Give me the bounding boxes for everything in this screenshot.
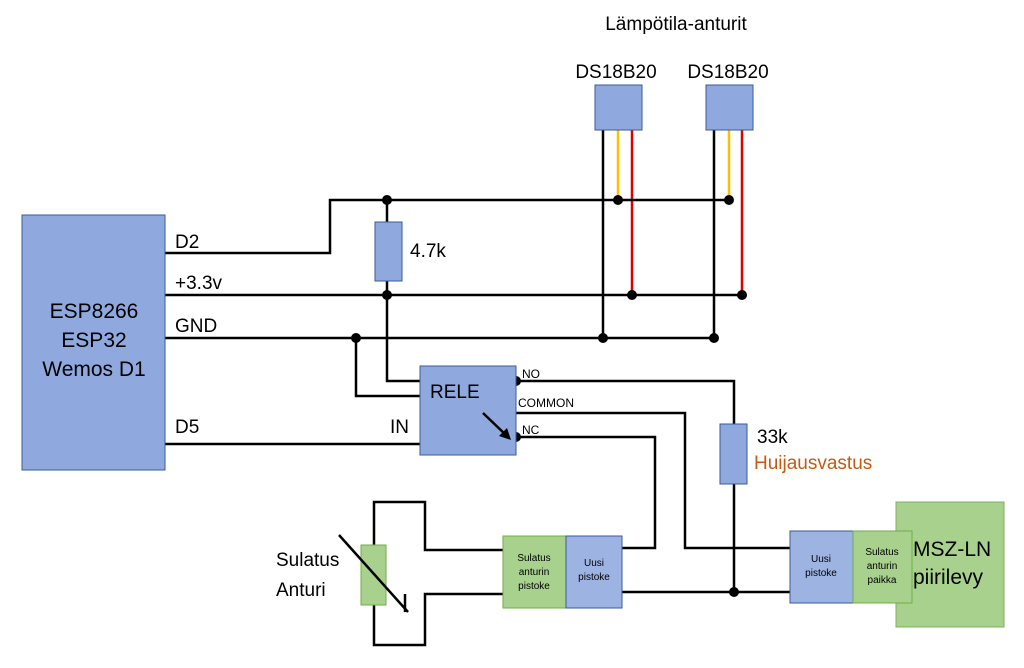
- sensor1-label: DS18B20: [575, 62, 656, 83]
- relay-common-label: COMMON: [518, 396, 574, 410]
- sensor2-label: DS18B20: [687, 62, 768, 83]
- relay-label: RELE: [430, 382, 480, 403]
- fake-resistor-name: Huijausvastus: [754, 453, 872, 474]
- defrost-slot-line2: anturin: [867, 561, 898, 572]
- defrost-sensor-slot: [852, 530, 913, 604]
- relay-vcc-wire: [385, 295, 420, 383]
- sensor-top-wire: [372, 500, 503, 647]
- board-box: [895, 501, 1005, 628]
- relay-nc-label: NC: [522, 423, 540, 437]
- new-plug-left-line1: Uusi: [584, 558, 604, 569]
- relay-gnd-wire: [354, 338, 420, 398]
- mcu-line2: ESP32: [61, 329, 126, 352]
- board-line1: MSZ-LN: [913, 538, 991, 561]
- junction-dot: [382, 195, 392, 205]
- defrost-plug-line3: pistoke: [518, 581, 550, 592]
- relay-common-wire: [483, 411, 790, 550]
- junction-dot: [627, 290, 637, 300]
- defrost-slot-line1: Sulatus: [865, 547, 898, 558]
- relay-switch-arrowhead: [499, 428, 511, 440]
- pin-d5-label: D5: [175, 417, 199, 438]
- relay-box: [419, 365, 517, 456]
- defrost-plug-line1: Sulatus: [517, 553, 550, 564]
- junction-dot: [598, 333, 608, 343]
- defrost-sensor-line2: Anturi: [276, 580, 326, 601]
- pin-d2-label: D2: [175, 232, 199, 253]
- relay-in-label: IN: [390, 417, 409, 438]
- pin-3v3-label: +3.3v: [175, 273, 223, 294]
- defrost-sensor-line1: Sulatus: [276, 550, 339, 571]
- new-plug-right-line2: pistoke: [805, 568, 837, 579]
- relay-no-wire: [516, 379, 736, 424]
- junction-dot: [709, 333, 719, 343]
- fake-resistor-value: 33k: [757, 427, 788, 448]
- board-line2: piirilevy: [913, 566, 984, 589]
- new-plug-right: [789, 530, 854, 604]
- defrost-plug-line2: anturin: [519, 567, 550, 578]
- sensor1-box: [594, 84, 643, 131]
- junction-dot: [351, 333, 361, 343]
- sensor2-box: [705, 84, 754, 131]
- relay-nc-wire: [516, 435, 657, 550]
- junction-dot: [737, 290, 747, 300]
- junction-dot: [724, 195, 734, 205]
- defrost-plug-connector: [502, 535, 567, 609]
- new-plug-left-line2: pistoke: [578, 572, 610, 583]
- mcu-line1: ESP8266: [50, 300, 139, 323]
- new-plug-left: [565, 535, 623, 609]
- new-plug-right-line1: Uusi: [811, 554, 831, 565]
- pullup-label: 4.7k: [410, 241, 446, 262]
- relay-no-label: NO: [522, 367, 540, 381]
- d2-wire: [165, 198, 729, 255]
- defrost-slot-line3: paikka: [868, 575, 897, 586]
- mcu-box: [21, 214, 166, 471]
- sensors-header: Lämpötila-anturit: [605, 14, 747, 35]
- pullup-resistor: [374, 221, 403, 282]
- junction-dot: [729, 587, 739, 597]
- junction-dot: [382, 290, 392, 300]
- fake-resistor: [719, 423, 748, 485]
- pin-gnd-label: GND: [175, 316, 217, 337]
- junction-dot: [613, 195, 623, 205]
- mcu-line3: Wemos D1: [42, 358, 145, 381]
- defrost-switch-lever: [338, 534, 409, 613]
